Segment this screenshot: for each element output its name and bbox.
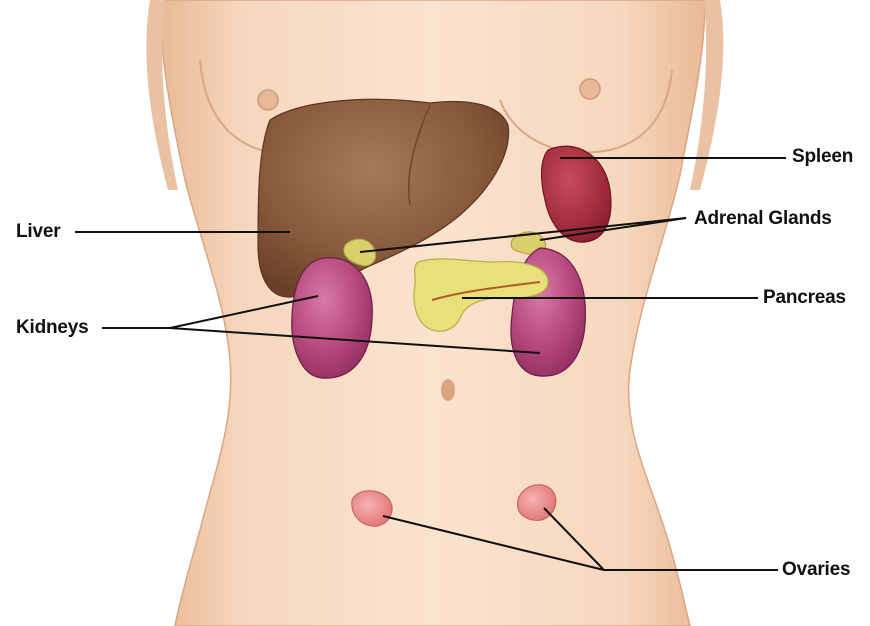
kidney-left <box>292 258 373 378</box>
label-adrenal-glands: Adrenal Glands <box>694 208 832 230</box>
label-pancreas: Pancreas <box>763 287 846 309</box>
label-kidneys: Kidneys <box>16 317 89 339</box>
label-spleen: Spleen <box>792 146 853 168</box>
navel <box>441 379 455 401</box>
label-liver: Liver <box>16 221 60 243</box>
label-ovaries: Ovaries <box>782 559 850 581</box>
right-nipple <box>580 79 600 99</box>
left-nipple <box>258 90 278 110</box>
